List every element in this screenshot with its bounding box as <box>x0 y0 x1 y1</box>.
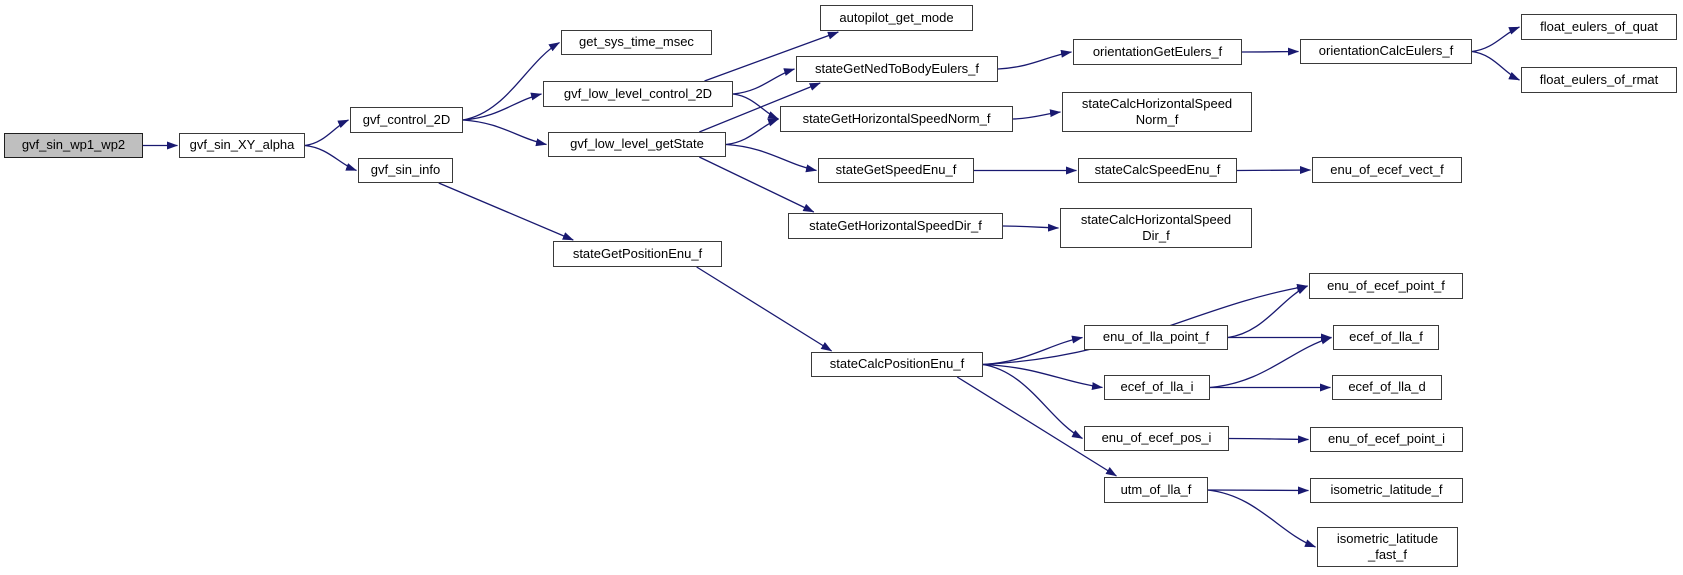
edge-gvf_low_level_getState-to-stateGetSpeedEnu_f <box>725 143 817 173</box>
node-label: get_sys_time_msec <box>579 34 694 50</box>
edge-stateGetHorizontalSpeedNorm_f-to-stateCalcHorizontalSpeedNorm_f <box>1012 109 1061 120</box>
edge-stateGetPositionEnu_f-to-stateCalcPositionEnu_f <box>696 266 833 352</box>
edge-gvf_low_level_control_2D-to-stateGetNedToBodyEulers_f <box>732 68 795 95</box>
node-gvf_control_2D[interactable]: gvf_control_2D <box>350 107 463 133</box>
edge-gvf_low_level_getState-to-stateGetHorizontalSpeedNorm_f <box>725 118 779 146</box>
node-ecef_of_lla_f[interactable]: ecef_of_lla_f <box>1333 325 1439 350</box>
node-label: stateGetPositionEnu_f <box>572 245 703 261</box>
edge-gvf_control_2D-to-get_sys_time_msec <box>462 41 560 121</box>
node-label: orientationCalcEulers_f <box>1318 43 1454 59</box>
node-enu_of_ecef_point_f[interactable]: enu_of_ecef_point_f <box>1309 273 1463 299</box>
node-label: stateCalcHorizontalSpeed <box>1080 211 1232 227</box>
node-label: stateGetHorizontalSpeedDir_f <box>809 217 982 233</box>
edge-gvf_low_level_getState-to-stateGetHorizontalSpeedDir_f <box>699 156 815 213</box>
edge-gvf_sin_XY_alpha-to-gvf_control_2D <box>304 119 349 147</box>
edge-ecef_of_lla_i-to-ecef_of_lla_f <box>1209 336 1332 389</box>
node-gvf_low_level_control_2D[interactable]: gvf_low_level_control_2D <box>543 81 733 107</box>
edge-gvf_low_level_control_2D-to-stateGetHorizontalSpeedNorm_f <box>732 93 779 120</box>
node-label: autopilot_get_mode <box>839 9 954 25</box>
edge-stateCalcPositionEnu_f-to-ecef_of_lla_i <box>982 363 1103 390</box>
node-label: gvf_control_2D <box>362 111 451 127</box>
node-utm_of_lla_f[interactable]: utm_of_lla_f <box>1104 477 1208 503</box>
edge-gvf_sin_info-to-stateGetPositionEnu_f <box>438 182 574 241</box>
node-isometric_latitude_f[interactable]: isometric_latitude_f <box>1310 478 1463 503</box>
edge-gvf_low_level_getState-to-stateGetNedToBodyEulers_f <box>699 82 821 133</box>
node-label: isometric_latitude_f <box>1330 482 1443 498</box>
node-autopilot_get_mode[interactable]: autopilot_get_mode <box>820 5 973 31</box>
node-gvf_sin_XY_alpha[interactable]: gvf_sin_XY_alpha <box>179 133 305 158</box>
node-stateGetHorizontalSpeedNorm_f[interactable]: stateGetHorizontalSpeedNorm_f <box>780 106 1013 132</box>
node-label: Dir_f <box>1142 228 1170 243</box>
node-stateCalcPositionEnu_f[interactable]: stateCalcPositionEnu_f <box>811 352 983 377</box>
node-ecef_of_lla_i[interactable]: ecef_of_lla_i <box>1104 375 1210 400</box>
node-enu_of_ecef_vect_f[interactable]: enu_of_ecef_vect_f <box>1312 157 1462 183</box>
node-label: gvf_sin_wp1_wp2 <box>21 137 126 153</box>
node-label: isometric_latitude <box>1336 530 1439 546</box>
node-label: stateCalcPositionEnu_f <box>829 356 965 372</box>
node-label: stateGetHorizontalSpeedNorm_f <box>802 110 991 126</box>
edge-gvf_control_2D-to-gvf_low_level_control_2D <box>462 92 542 121</box>
node-orientationCalcEulers_f[interactable]: orientationCalcEulers_f <box>1300 39 1472 64</box>
node-float_eulers_of_rmat[interactable]: float_eulers_of_rmat <box>1521 67 1677 93</box>
node-stateGetPositionEnu_f[interactable]: stateGetPositionEnu_f <box>553 241 722 267</box>
node-label: float_eulers_of_quat <box>1540 18 1658 34</box>
node-orientationGetEulers_f[interactable]: orientationGetEulers_f <box>1073 39 1242 65</box>
node-label: stateGetSpeedEnu_f <box>835 162 957 178</box>
node-label: Norm_f <box>1135 112 1179 127</box>
edge-gvf_sin_XY_alpha-to-gvf_sin_info <box>304 144 357 172</box>
node-ecef_of_lla_d[interactable]: ecef_of_lla_d <box>1332 375 1442 400</box>
node-label: ecef_of_lla_f <box>1349 329 1423 345</box>
node-label: ecef_of_lla_i <box>1120 379 1194 395</box>
edge-gvf_control_2D-to-gvf_low_level_getState <box>462 119 547 147</box>
node-enu_of_ecef_pos_i[interactable]: enu_of_ecef_pos_i <box>1084 426 1229 451</box>
edge-orientationCalcEulers_f-to-float_eulers_of_rmat <box>1471 50 1520 81</box>
node-label: enu_of_lla_point_f <box>1102 329 1210 345</box>
node-label: enu_of_ecef_point_i <box>1327 431 1446 447</box>
node-label: gvf_low_level_getState <box>570 136 704 152</box>
node-label: utm_of_lla_f <box>1120 481 1192 497</box>
node-label: gvf_sin_info <box>370 162 441 178</box>
node-label: enu_of_ecef_vect_f <box>1330 161 1444 177</box>
edge-stateGetHorizontalSpeedDir_f-to-stateCalcHorizontalSpeedDir_f <box>1002 223 1059 232</box>
edge-utm_of_lla_f-to-isometric_latitude_fast_f <box>1207 489 1316 548</box>
node-label: ecef_of_lla_d <box>1348 379 1426 395</box>
edge-stateCalcSpeedEnu_f-to-enu_of_ecef_vect_f <box>1236 166 1311 175</box>
node-enu_of_ecef_point_i[interactable]: enu_of_ecef_point_i <box>1310 427 1463 452</box>
edge-stateGetNedToBodyEulers_f-to-orientationGetEulers_f <box>997 49 1072 70</box>
node-get_sys_time_msec[interactable]: get_sys_time_msec <box>561 30 712 55</box>
node-float_eulers_of_quat[interactable]: float_eulers_of_quat <box>1521 14 1677 40</box>
node-label: orientationGetEulers_f <box>1092 43 1223 59</box>
edge-stateCalcPositionEnu_f-to-enu_of_ecef_pos_i <box>982 363 1083 440</box>
node-gvf_sin_wp1_wp2: gvf_sin_wp1_wp2 <box>4 133 143 158</box>
edge-stateCalcPositionEnu_f-to-utm_of_lla_f <box>956 376 1117 477</box>
node-label: stateCalcHorizontalSpeed <box>1081 95 1233 111</box>
node-stateCalcSpeedEnu_f[interactable]: stateCalcSpeedEnu_f <box>1078 158 1237 183</box>
edge-enu_of_lla_point_f-to-enu_of_ecef_point_f <box>1227 285 1308 339</box>
node-label: gvf_low_level_control_2D <box>563 85 713 101</box>
node-label: stateGetNedToBodyEulers_f <box>814 60 980 76</box>
edge-orientationGetEulers_f-to-orientationCalcEulers_f <box>1241 47 1299 56</box>
node-stateGetHorizontalSpeedDir_f[interactable]: stateGetHorizontalSpeedDir_f <box>788 213 1003 239</box>
edge-orientationCalcEulers_f-to-float_eulers_of_quat <box>1471 26 1520 53</box>
node-label: enu_of_ecef_point_f <box>1327 277 1445 293</box>
edge-enu_of_ecef_pos_i-to-enu_of_ecef_point_i <box>1228 435 1309 444</box>
node-stateGetNedToBodyEulers_f[interactable]: stateGetNedToBodyEulers_f <box>796 56 998 82</box>
edge-utm_of_lla_f-to-isometric_latitude_f <box>1207 486 1309 495</box>
node-isometric_latitude_fast_f[interactable]: isometric_latitude_fast_f <box>1317 527 1458 567</box>
node-gvf_sin_info[interactable]: gvf_sin_info <box>358 158 453 183</box>
node-label: float_eulers_of_rmat <box>1539 71 1659 87</box>
node-label: gvf_sin_XY_alpha <box>189 137 295 153</box>
node-enu_of_lla_point_f[interactable]: enu_of_lla_point_f <box>1084 325 1228 350</box>
edge-gvf_low_level_control_2D-to-autopilot_get_mode <box>704 31 839 82</box>
node-stateGetSpeedEnu_f[interactable]: stateGetSpeedEnu_f <box>818 158 974 183</box>
node-label: enu_of_ecef_pos_i <box>1101 430 1212 446</box>
edge-stateCalcPositionEnu_f-to-enu_of_lla_point_f <box>982 335 1083 366</box>
node-label: _fast_f <box>1367 547 1408 562</box>
edge-group <box>142 26 1520 548</box>
node-gvf_low_level_getState[interactable]: gvf_low_level_getState <box>548 132 726 157</box>
node-label: stateCalcSpeedEnu_f <box>1094 162 1221 178</box>
